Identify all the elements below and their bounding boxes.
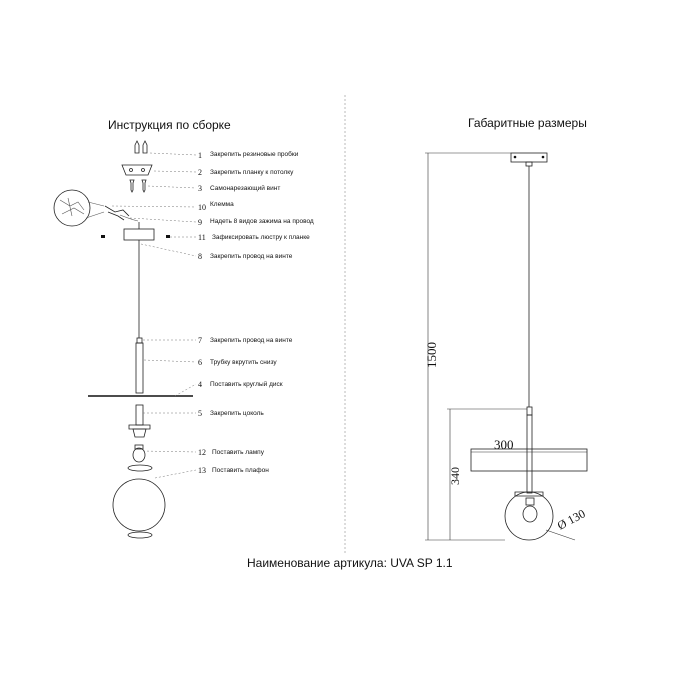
step-4-label: Поставить круглый диск	[210, 380, 283, 388]
globe-diameter-dimension-label: Ø 130	[555, 506, 588, 532]
disc-width-dimension-label: 300	[494, 437, 514, 452]
dimensions-title: Габаритные размеры	[468, 116, 587, 130]
step-8-label: Закрепить провод на винте	[210, 253, 293, 260]
article-name-footer: Наименование артикула: UVA SP 1.1	[247, 556, 453, 570]
step-9-label: Надеть 8 видов зажима на провод	[210, 218, 314, 225]
tube-part	[135, 337, 144, 394]
step-10-label: Клемма	[210, 201, 234, 208]
svg-text:2: 2	[198, 168, 202, 177]
assembly-instructions-title: Инструкция по сборке	[108, 118, 231, 132]
lamp-outline	[470, 152, 588, 541]
step-2-label: Закрепить планку к потолку	[210, 169, 294, 176]
socket-part	[128, 404, 151, 438]
svg-text:12: 12	[198, 448, 206, 457]
svg-text:5: 5	[198, 409, 202, 418]
canopy-part	[101, 222, 170, 241]
svg-text:9: 9	[198, 218, 202, 227]
step-13-label: Поставить плафон	[212, 467, 269, 474]
step-11-label: Зафиксировать люстру к планке	[212, 234, 310, 241]
svg-text:7: 7	[198, 336, 202, 345]
callout-numbers: 1 2 3 10 9 11 8 7 6 4 5 12 13	[198, 151, 206, 475]
mounting-plate-part	[121, 164, 153, 176]
step-5-label: Закрепить цоколь	[210, 410, 264, 417]
shade-height-dimension-label: 340	[448, 467, 462, 485]
svg-text:6: 6	[198, 358, 202, 367]
svg-text:10: 10	[198, 203, 206, 212]
step-7-label: Закрепить провод на винте	[210, 337, 293, 344]
terminal-detail-magnifier	[53, 189, 105, 227]
svg-text:4: 4	[198, 380, 202, 389]
bulb-part	[132, 444, 146, 463]
globe-shade-part	[112, 464, 166, 539]
svg-text:13: 13	[198, 466, 206, 475]
step-6-label: Трубку вкрутить снизу	[210, 358, 277, 366]
svg-text:11: 11	[198, 233, 206, 242]
svg-text:3: 3	[198, 184, 202, 193]
rubber-plugs-part	[134, 140, 148, 154]
height-dimension-label: 1500	[424, 342, 439, 368]
step-1-label: Закрепить резиновые пробки	[210, 150, 299, 158]
dimension-lines	[425, 152, 587, 541]
svg-text:8: 8	[198, 252, 202, 261]
step-12-label: Поставить лампу	[212, 449, 265, 456]
screws-part	[129, 179, 147, 193]
callout-leaders	[111, 152, 197, 479]
callout-texts: Закрепить резиновые пробки Закрепить пла…	[210, 150, 314, 474]
step-3-label: Самонарезающий винт	[210, 184, 280, 192]
wire-clamp-part	[104, 205, 139, 222]
svg-text:1: 1	[198, 151, 202, 160]
